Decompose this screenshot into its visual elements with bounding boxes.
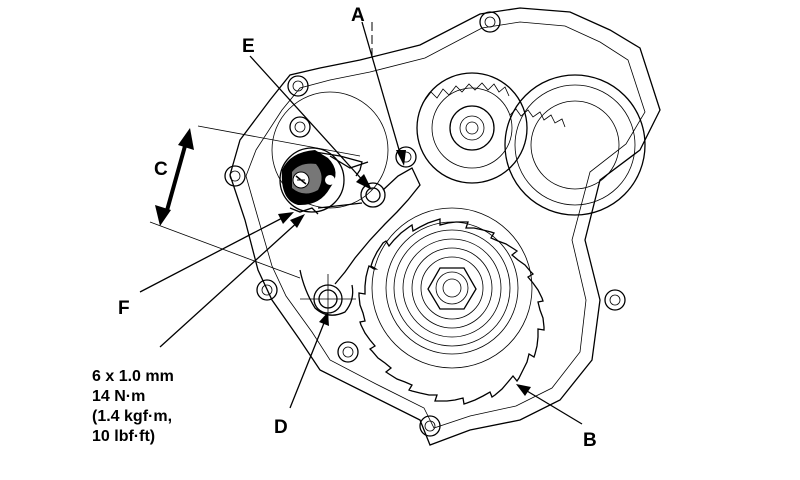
case-bolt-holes (224, 11, 626, 437)
upper-gear (416, 72, 528, 184)
bolt-torque-spec: 6 x 1.0 mm 14 N·m (1.4 kgf·m, 10 lbf·ft) (92, 368, 174, 445)
crankshaft-pulley (358, 207, 545, 405)
callout-c: C (154, 159, 168, 180)
dimension-c (149, 125, 361, 279)
torque-nm: 14 N·m (92, 388, 145, 405)
callout-b: B (583, 430, 597, 451)
callout-e: E (242, 36, 255, 57)
callout-d: D (274, 417, 288, 438)
engine-case (229, 7, 661, 446)
leader-lines (139, 21, 583, 425)
torque-kgfm: (1.4 kgf·m, (92, 408, 172, 425)
right-gear (504, 74, 646, 216)
torque-lbfft: 10 lbf·ft) (92, 428, 155, 445)
callout-a: A (351, 5, 365, 26)
callout-f: F (118, 298, 130, 319)
tensioner-assembly (271, 91, 421, 324)
bolt-size: 6 x 1.0 mm (92, 368, 174, 385)
